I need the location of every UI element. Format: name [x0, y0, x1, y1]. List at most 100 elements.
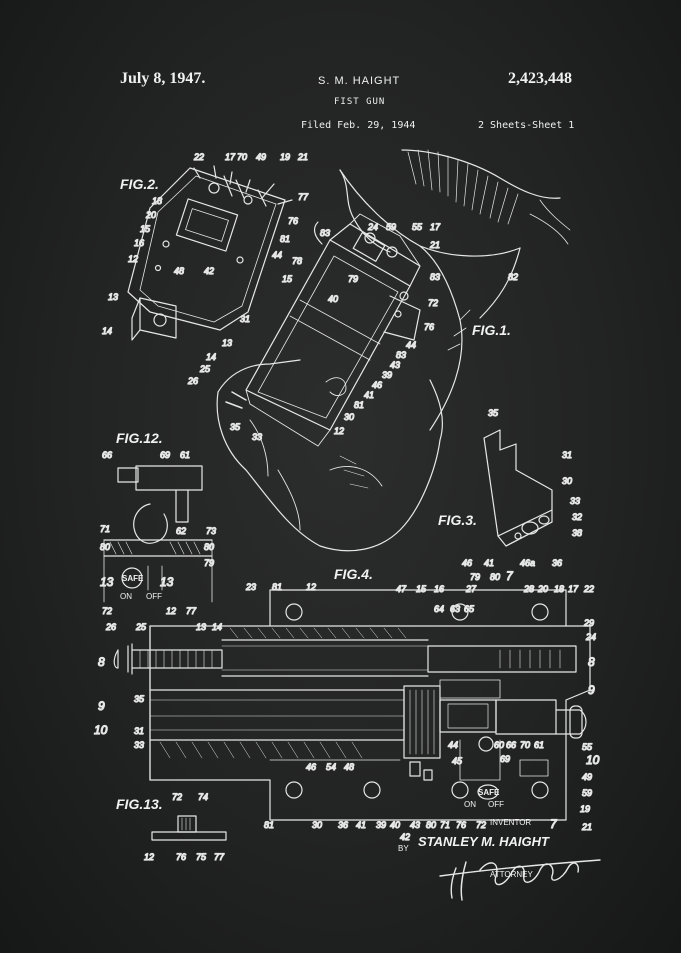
fig12-label: FIG.12.	[116, 430, 163, 446]
svg-text:80: 80	[490, 572, 500, 582]
fig12-off-label: OFF	[146, 592, 162, 601]
fig4-off-label: OFF	[488, 800, 504, 809]
svg-text:47: 47	[396, 584, 407, 594]
svg-text:55: 55	[412, 222, 423, 232]
svg-text:42: 42	[204, 266, 214, 276]
svg-text:39: 39	[376, 820, 386, 830]
svg-text:49: 49	[582, 772, 592, 782]
svg-text:17: 17	[430, 222, 441, 232]
svg-text:78: 78	[292, 256, 302, 266]
fig4-safe-label: SAFE	[478, 788, 500, 797]
svg-text:9: 9	[588, 683, 595, 697]
svg-text:16: 16	[434, 584, 444, 594]
svg-text:10: 10	[94, 723, 108, 737]
svg-text:12: 12	[144, 852, 154, 862]
svg-text:13: 13	[100, 575, 114, 589]
svg-text:41: 41	[364, 390, 374, 400]
svg-text:18: 18	[152, 196, 162, 206]
svg-text:43: 43	[390, 360, 400, 370]
fig4-drawing	[113, 589, 591, 821]
svg-text:75: 75	[196, 852, 207, 862]
fig13-drawing	[151, 815, 227, 841]
svg-text:44: 44	[406, 340, 416, 350]
svg-text:65: 65	[464, 604, 475, 614]
svg-text:63: 63	[450, 604, 460, 614]
inventor-header: S. M. HAIGHT	[318, 75, 401, 87]
sheet-number: 2 Sheets-Sheet 1	[478, 120, 575, 131]
inventor-label: INVENTOR	[490, 818, 532, 827]
svg-text:14: 14	[212, 622, 222, 632]
svg-text:13: 13	[160, 575, 174, 589]
svg-text:72: 72	[172, 792, 182, 802]
patent-number: 2,423,448	[508, 70, 572, 87]
svg-text:35: 35	[488, 408, 499, 418]
patent-date: July 8, 1947.	[120, 70, 206, 87]
svg-text:7: 7	[506, 569, 514, 583]
svg-text:15: 15	[282, 274, 293, 284]
svg-text:82: 82	[508, 272, 518, 282]
svg-text:23: 23	[245, 582, 256, 592]
svg-text:70: 70	[237, 152, 247, 162]
filed-date: Filed Feb. 29, 1944	[301, 120, 416, 131]
svg-text:30: 30	[562, 476, 572, 486]
svg-text:81: 81	[264, 820, 274, 830]
svg-text:61: 61	[534, 740, 544, 750]
fig1-label: FIG.1.	[472, 322, 511, 338]
svg-text:81: 81	[272, 582, 282, 592]
svg-text:83: 83	[430, 272, 440, 282]
attorney-label: ATTORNEY	[490, 870, 533, 879]
fig12-drawing	[103, 465, 213, 603]
svg-text:16: 16	[134, 238, 144, 248]
svg-text:36: 36	[338, 820, 348, 830]
patent-title: FIST GUN	[334, 97, 386, 107]
svg-text:81: 81	[354, 400, 364, 410]
svg-text:79: 79	[348, 274, 358, 284]
svg-text:80: 80	[204, 542, 214, 552]
svg-text:69: 69	[500, 754, 510, 764]
svg-text:15: 15	[416, 584, 427, 594]
svg-text:30: 30	[344, 412, 354, 422]
svg-text:26: 26	[105, 622, 116, 632]
svg-text:15: 15	[140, 224, 151, 234]
svg-text:33: 33	[252, 432, 262, 442]
svg-text:60: 60	[494, 740, 504, 750]
svg-text:44: 44	[448, 740, 458, 750]
svg-text:79: 79	[204, 558, 214, 568]
svg-text:72: 72	[476, 820, 486, 830]
svg-text:28: 28	[523, 584, 534, 594]
svg-text:24: 24	[367, 222, 378, 232]
svg-text:59: 59	[386, 222, 396, 232]
svg-text:46: 46	[372, 380, 382, 390]
svg-text:79: 79	[470, 572, 480, 582]
svg-text:46: 46	[462, 558, 472, 568]
svg-text:39: 39	[382, 370, 392, 380]
fig4-on-label: ON	[464, 800, 476, 809]
svg-text:80: 80	[426, 820, 436, 830]
svg-text:33: 33	[570, 496, 580, 506]
svg-text:46: 46	[306, 762, 316, 772]
fig13-label: FIG.13.	[116, 796, 163, 812]
svg-text:10: 10	[586, 753, 600, 767]
svg-text:20: 20	[537, 584, 548, 594]
svg-text:38: 38	[572, 528, 582, 538]
svg-text:59: 59	[582, 788, 592, 798]
svg-text:35: 35	[230, 422, 241, 432]
svg-text:21: 21	[297, 152, 308, 162]
svg-text:12: 12	[334, 426, 344, 436]
svg-text:19: 19	[280, 152, 290, 162]
svg-text:45: 45	[452, 756, 463, 766]
svg-text:8: 8	[98, 655, 105, 669]
svg-text:20: 20	[145, 210, 156, 220]
svg-text:71: 71	[100, 524, 110, 534]
fig3-drawing	[483, 429, 553, 547]
svg-text:69: 69	[160, 450, 170, 460]
svg-text:17: 17	[568, 584, 579, 594]
fig2-label: FIG.2.	[120, 176, 159, 192]
